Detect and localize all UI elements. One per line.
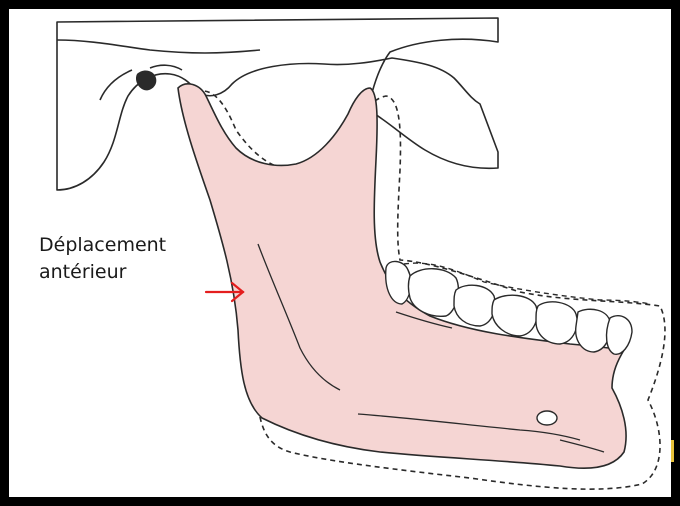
ear-canal-icon [136,71,156,91]
tooth-icon [492,295,537,336]
annotation-line-2: antérieur [39,259,166,286]
tooth-icon [607,316,632,355]
tooth-icon [536,302,577,344]
annotation-line-1: Déplacement [39,232,166,259]
skull-outline [57,18,498,190]
edge-mark [671,440,674,462]
annotation-label: Déplacement antérieur [39,232,166,286]
mental-foramen-icon [537,411,557,425]
tooth-icon [454,285,495,326]
tooth-icon [576,309,611,352]
